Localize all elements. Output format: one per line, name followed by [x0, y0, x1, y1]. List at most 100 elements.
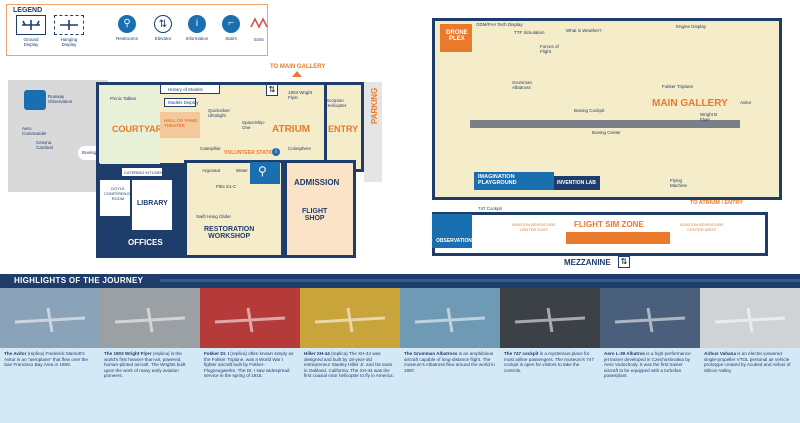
cessna-cardinal-label: Cessna Cardinal: [36, 140, 53, 150]
parking-area: [364, 82, 382, 182]
pitts-label: Pitts S1-C: [216, 184, 237, 189]
exit-icon: [241, 15, 277, 35]
highlight-caption: The Grumman Albatross is an amphibious a…: [400, 348, 500, 423]
highlight-name: Airbus Vahana: [704, 351, 736, 356]
highlight-photo: [700, 288, 800, 348]
runway-observation-icon: [24, 90, 46, 110]
aviation-center-east-label: AVIATION ADVENTURE CENTER EAST: [512, 222, 556, 232]
highlight-photo: [500, 288, 600, 348]
highlight-text: is an amphibious aircraft capable of lon…: [404, 351, 495, 373]
caterpillar-label: Caterpillar: [200, 146, 221, 151]
boeing-center-label: Boeing Center: [592, 130, 621, 135]
entry-label: ENTRY: [328, 124, 359, 134]
forces-of-flight-label: Forces of Flight: [540, 44, 559, 54]
catering-kitchen-room: [122, 168, 162, 176]
flight-sim-zone-label: FLIGHT SIM ZONE: [574, 220, 644, 229]
picnic-tables-label: Picnic Tables: [110, 96, 137, 101]
elevator-icon: ⇅: [154, 15, 172, 33]
history-of-models-label: History of Models: [168, 87, 203, 92]
to-atrium-label: TO ATRIUM / ENTRY: [690, 200, 743, 206]
argonaut-label: Argonaut: [202, 168, 221, 173]
volunteer-station-label: VOLUNTEER STATION: [224, 150, 278, 156]
highlight-name: The Avitor: [4, 351, 27, 356]
highlight-caption: The 1903 Wright Flyer (replica) is the w…: [100, 348, 200, 423]
restoration-label: RESTORATION WORKSHOP: [204, 226, 255, 240]
elevator-icon: ⇅: [266, 84, 278, 96]
flight-shop-label: FLIGHT SHOP: [302, 208, 328, 222]
catering-kitchen-label: CATERING KITCHEN: [124, 170, 164, 175]
models-display-box: [164, 98, 196, 107]
ground-display-icon: [16, 15, 46, 35]
spaceshipone-label: SpaceShip- One: [242, 120, 266, 130]
mezzanine-elevator-icon: ⇅: [618, 256, 630, 268]
history-of-models-box: [160, 84, 220, 94]
drone-plex-label: DRONE PLEX: [446, 30, 468, 42]
courtyard-label: COURTYARD: [112, 124, 169, 134]
colosphere-label: Colosphere: [288, 146, 312, 151]
highlight-card: Airbus Vahana is an electric-powered sin…: [700, 288, 800, 423]
stairs-icon: ⌐: [222, 15, 240, 33]
models-display-label: Models Display: [168, 100, 199, 105]
highlight-caption: Aero L-39 Albatros is a high-performance…: [600, 348, 700, 423]
aero-commander-label: Aero Commander: [22, 126, 47, 136]
legend-stairs: ⌐ Stairs: [213, 15, 249, 41]
highlight-text: (replica) often known simply as the Fokk…: [204, 351, 294, 379]
highlight-caption: Airbus Vahana is an electric-powered sin…: [700, 348, 800, 423]
hanging-display-icon: [54, 15, 84, 35]
highlight-photo: [100, 288, 200, 348]
water-label: Water: [236, 168, 248, 173]
highlight-name: Aero L-39 Albatros: [604, 351, 645, 356]
boeing-fuselage-shape: [470, 120, 740, 128]
highlight-name: The Grumman Albatross: [404, 351, 458, 356]
highlight-name: Fokker Dr. I: [204, 351, 230, 356]
drone-plex-room: [440, 24, 472, 52]
747-cockpit-label: 747 Cockpit: [478, 206, 502, 211]
parking-label: PARKING: [370, 87, 379, 124]
legend-elevator: ⇅ Elevator: [145, 15, 181, 41]
highlight-text: (replica) Frederick Marriott's Avitor is…: [4, 351, 88, 368]
highlight-caption: Hiller XH-44 (replica) The XH-44 was des…: [300, 348, 400, 423]
highlight-card: The Avitor (replica) Frederick Marriott'…: [0, 288, 100, 423]
highlight-card: Hiller XH-44 (replica) The XH-44 was des…: [300, 288, 400, 423]
highlight-text: is a high-performance jet trainer develo…: [604, 351, 691, 379]
boeing-747-label: Boeing 747: [82, 150, 105, 155]
highlight-text: (replica) The XH-44 was designed and bui…: [304, 351, 394, 379]
up-arrow-icon: [292, 71, 302, 77]
aviation-center-west-label: AVIATION ADVENTURE CENTER WEST: [680, 222, 724, 232]
highlight-caption: The Avitor (replica) Frederick Marriott'…: [0, 348, 100, 423]
ttf-simulation-label: TTF Simulation: [514, 30, 545, 35]
doyle-room: [100, 180, 130, 216]
wright-b-label: Wright B Flyer: [700, 112, 718, 122]
restroom-icon: ⚲: [258, 164, 267, 178]
information-icon: i: [272, 148, 280, 156]
hall-of-fame-room: [160, 112, 200, 138]
highlight-name: Hiller XH-44: [304, 351, 330, 356]
highlight-text: is a mysterious place for most airline p…: [504, 351, 594, 373]
library-room: [132, 180, 172, 230]
engine-display-label: Engine Display: [676, 24, 707, 29]
flying-machine-label: Flying Machine: [670, 178, 688, 188]
observation-room: [432, 214, 472, 248]
highlight-photo: [0, 288, 100, 348]
fokker-label: Fokker Triplane: [662, 84, 694, 89]
quicksilver-label: Quicksilver Ultralight: [208, 108, 231, 118]
highlight-card: The 747 cockpit is a mysterious place fo…: [500, 288, 600, 423]
to-main-gallery-label: TO MAIN GALLERY: [270, 64, 326, 70]
mezzanine-label: MEZZANINE: [564, 258, 611, 267]
library-label: LIBRARY: [137, 200, 168, 207]
observation-label: OBSERVATION: [436, 238, 472, 244]
doyle-room-label: DOYLE CONFERENCE ROOM: [104, 186, 133, 201]
highlight-caption: Fokker Dr. I (replica) often known simpl…: [200, 348, 300, 423]
boeing-cockpit-label: Boeing Cockpit: [574, 108, 605, 113]
invention-lab-room: [554, 176, 600, 190]
information-icon: i: [188, 15, 206, 33]
what-is-weather-label: What is Weather?: [566, 28, 602, 33]
highlight-photo: [400, 288, 500, 348]
avitor-label: Avitor: [740, 100, 752, 105]
swift-label: Swift Hang Glider: [196, 214, 232, 219]
legend-title: LEGEND: [13, 7, 43, 14]
highlight-name: The 1903 Wright Flyer: [104, 351, 152, 356]
legend-ground-display: Ground Display: [13, 15, 49, 47]
main-gallery-floor: [432, 18, 782, 200]
highlight-card: The Grumman Albatross is an amphibious a…: [400, 288, 500, 423]
